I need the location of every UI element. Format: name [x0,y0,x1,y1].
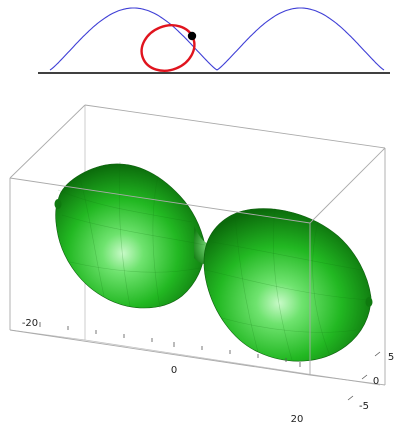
y-axis [347,351,381,401]
surface-plot: -20 0 20 5 0 -5 [9,104,394,425]
x-tick-label-0: 0 [171,365,177,376]
surface-cap-right [365,297,373,307]
box-front-edges [9,104,386,386]
surface-lobe-right [203,208,372,362]
profile-curve [49,7,385,71]
rolling-circle [140,24,196,72]
x-tick-label-20: 20 [291,414,304,425]
y-tick-label-5: 5 [388,352,394,363]
surface-lobe-left [55,163,206,309]
x-tick-label-neg20: -20 [22,318,38,329]
x-axis [39,322,301,367]
green-surface [54,161,373,362]
contact-point [187,31,197,41]
surface-cap-left [54,199,62,209]
surface-facets [57,161,371,361]
y-tick-label-neg5: -5 [359,401,369,412]
y-tick-label-0: 0 [373,376,379,387]
profile-curve-panel [38,7,390,74]
